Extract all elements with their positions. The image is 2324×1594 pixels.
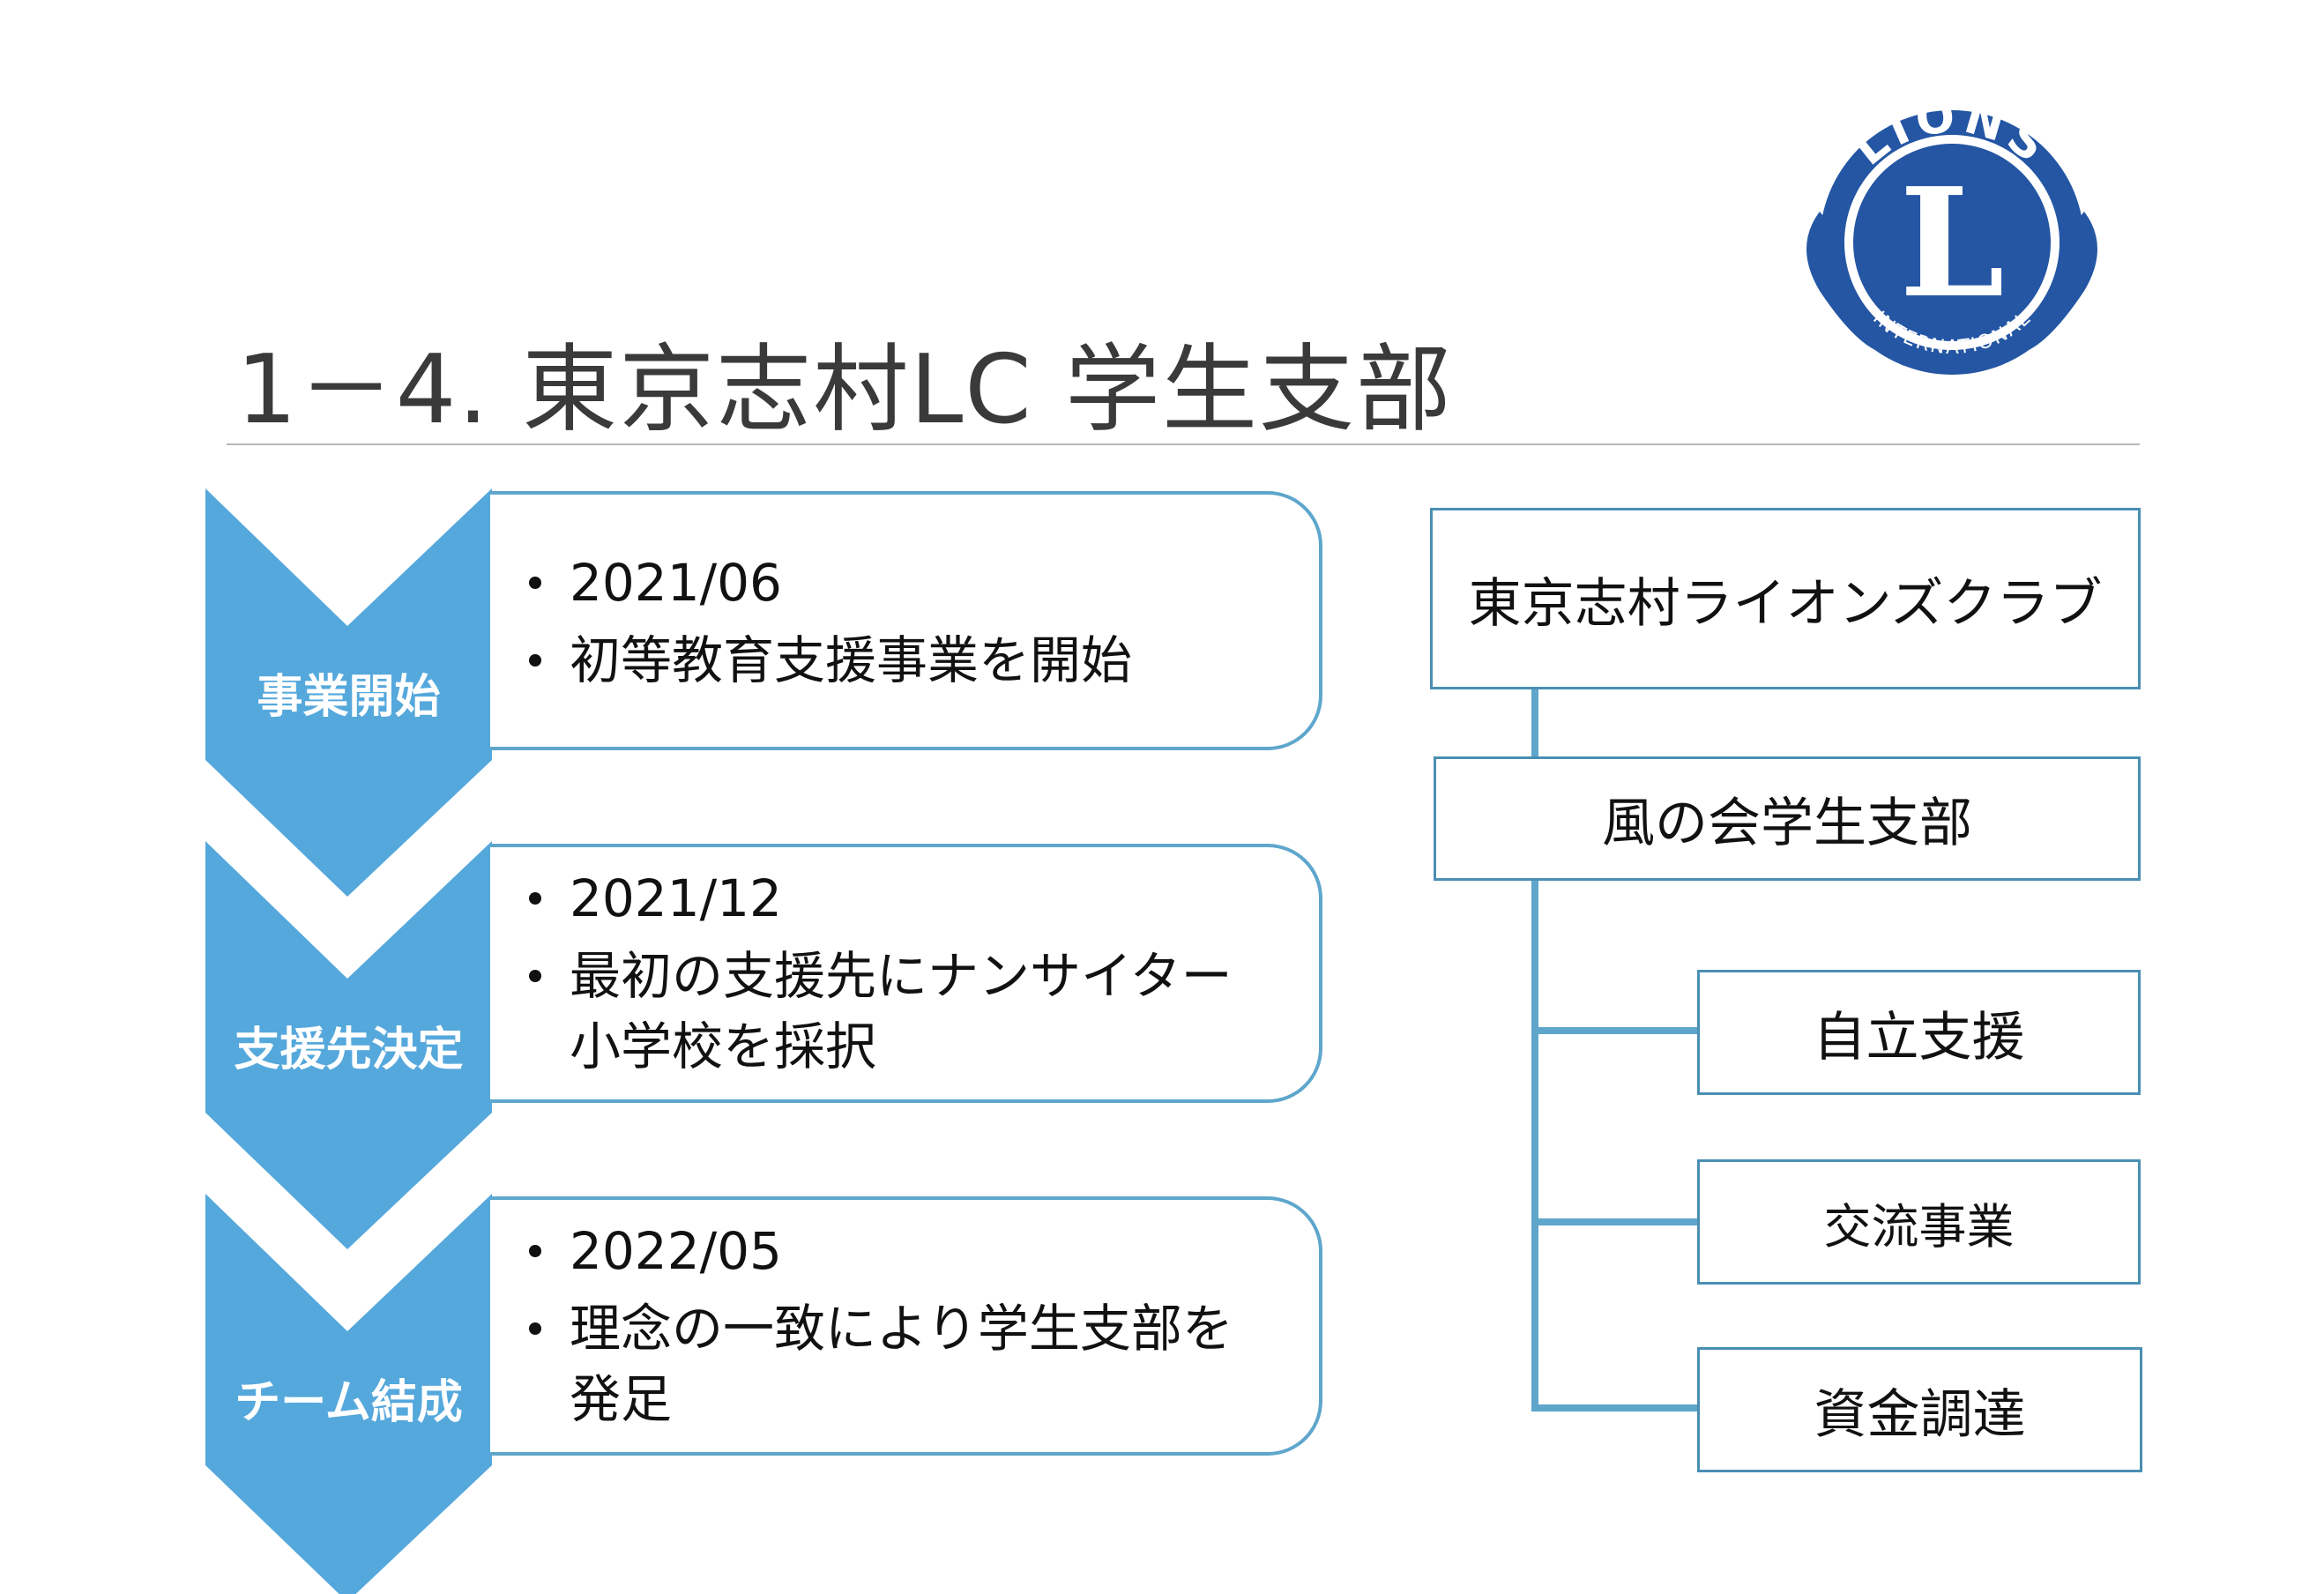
org-branch-box: 風の会学生支部 [1434,756,2141,881]
bullet-item: 理念の一致により学生支部を発足 [529,1293,1275,1434]
org-root-box: 東京志村ライオンズクラブ [1430,508,2141,689]
step-label: 事業開始 [257,671,441,724]
connector-line [1531,1218,1699,1225]
timeline-step-box: 2022/05 理念の一致により学生支部を発足 [490,1196,1322,1456]
bullet-item: 初等教育支援事業を開始 [529,625,1292,696]
step-label: 支援先決定 [234,1024,464,1076]
title-divider [227,443,2140,445]
connector-line [1531,881,1538,1412]
chevron-step-2 [205,841,492,1249]
org-child-box: 交流事業 [1697,1159,2141,1285]
lions-logo: L LIONS INTERNATIONAL [1806,89,2097,375]
slide-title: 1－4. 東京志村LC 学生支部 [236,335,1453,445]
org-child-box: 自立支援 [1697,970,2141,1095]
connector-line [1531,689,1538,758]
chevron-step-3 [205,1194,492,1594]
connector-line [1531,1027,1699,1034]
bullet-item: 最初の支援先にナンサイター小学校を採択 [529,941,1240,1082]
timeline-step-box: 2021/06 初等教育支援事業を開始 [490,491,1322,750]
bullet-item: 2021/12 [529,863,1292,934]
timeline-step-box: 2021/12 最初の支援先にナンサイター小学校を採択 [490,844,1322,1103]
chevron-step-1 [205,488,492,897]
connector-line [1531,1404,1699,1412]
step-label: チーム結成 [235,1376,463,1429]
bullet-item: 2021/06 [529,547,1292,618]
svg-text:L: L [1899,155,2005,331]
org-child-box: 資金調達 [1697,1347,2142,1472]
bullet-item: 2022/05 [529,1216,1292,1286]
